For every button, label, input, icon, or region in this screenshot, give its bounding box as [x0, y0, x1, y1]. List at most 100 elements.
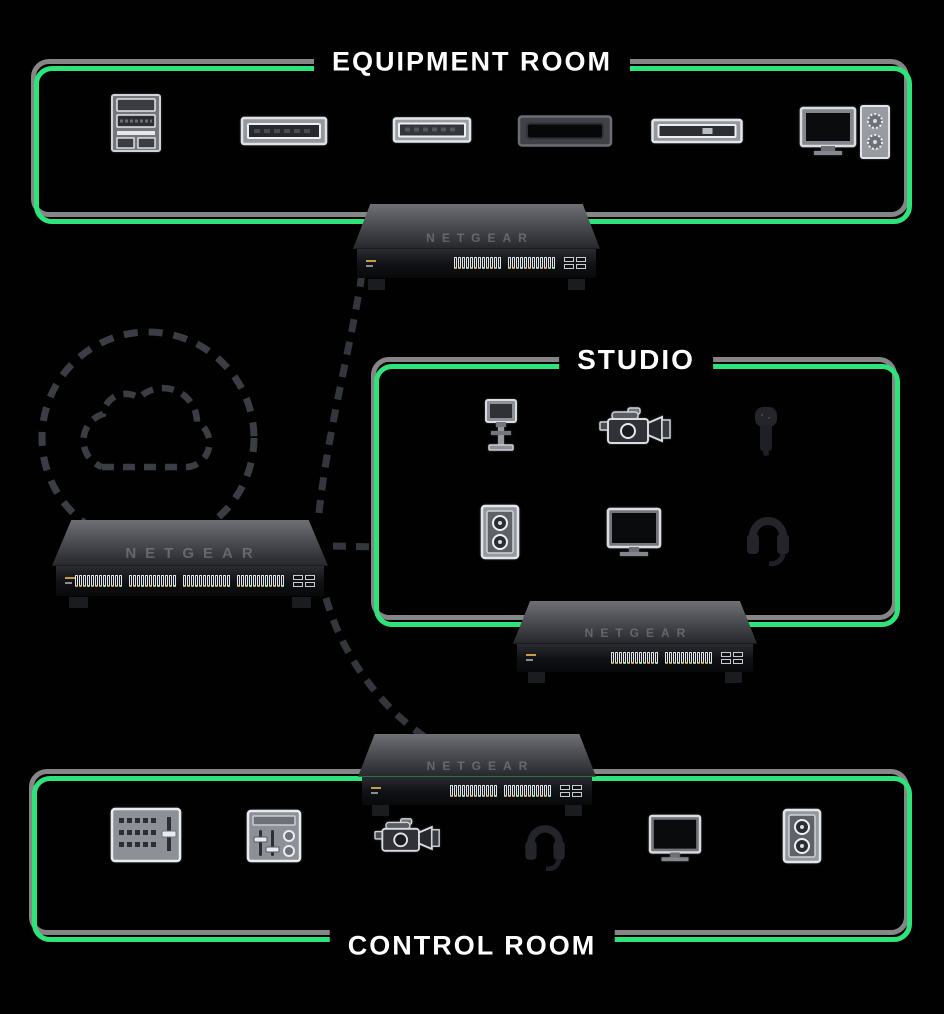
status-leds: [65, 577, 76, 585]
sfp-port-block: [293, 574, 316, 587]
rj45-port: [173, 574, 177, 587]
rj45-port: [466, 257, 470, 270]
netgear-switch-core-48port: NETGEAR: [52, 520, 328, 608]
sfp-port: [564, 264, 575, 270]
rj45-port: [450, 784, 454, 797]
rj45-port: [129, 574, 133, 587]
sfp-port: [305, 581, 316, 587]
video-switcher-icon: [110, 807, 182, 863]
sfp-port-block: [721, 651, 744, 664]
switch-foot: [567, 278, 586, 290]
rj45-port: [161, 574, 165, 587]
rj45-port: [639, 651, 643, 664]
rj45-port: [478, 784, 482, 797]
headset-icon: [743, 502, 793, 567]
status-leds: [365, 259, 376, 267]
monitor-icon: [647, 814, 703, 864]
video-camera-icon: [598, 405, 674, 453]
rj45-port: [512, 784, 516, 797]
rj45-port: [490, 784, 494, 797]
rj45-port: [458, 257, 462, 270]
rj45-port: [544, 784, 548, 797]
rj45-port: [241, 574, 245, 587]
rj45-port: [107, 574, 111, 587]
rj45-port: [540, 257, 544, 270]
rj45-port: [219, 574, 223, 587]
rj45-port: [540, 784, 544, 797]
rj45-port: [516, 257, 520, 270]
wireless-microphone-icon: [747, 403, 785, 457]
switch-top-face: NETGEAR: [52, 520, 328, 566]
rj45-port: [615, 651, 619, 664]
rj45-port: [490, 257, 494, 270]
rj45-port: [141, 574, 145, 587]
rj45-port: [486, 784, 490, 797]
rj45-port: [709, 651, 713, 664]
link-equipment-to-core: [314, 273, 366, 523]
status-leds: [525, 654, 536, 662]
rj45-port: [237, 574, 241, 587]
rj45-port: [454, 257, 458, 270]
switch-front-face: [516, 643, 754, 672]
rj45-port: [627, 651, 631, 664]
status-leds: [370, 787, 381, 795]
rj45-port: [187, 574, 191, 587]
rj45-port: [478, 257, 482, 270]
sfp-port-block: [560, 784, 583, 797]
port-block: [611, 651, 713, 664]
netgear-switch-studio: NETGEAR: [513, 601, 757, 683]
switch-foot: [725, 672, 743, 683]
rj45-port: [482, 784, 486, 797]
rj45-port: [466, 784, 470, 797]
rj45-port: [261, 574, 265, 587]
rj45-port: [462, 784, 466, 797]
rj45-port: [269, 574, 273, 587]
netgear-switch-control: NETGEAR: [358, 734, 596, 816]
switch-foot: [565, 805, 582, 816]
rj45-port: [655, 651, 659, 664]
sfp-port: [721, 651, 732, 657]
rj45-port: [520, 257, 524, 270]
rj45-port: [524, 257, 528, 270]
studio-box: [371, 357, 900, 627]
teleprompter-icon: [483, 398, 519, 456]
rj45-port: [532, 784, 536, 797]
studio-speaker-icon: [479, 504, 521, 560]
server-rack-icon: [109, 93, 163, 153]
rj45-port: [701, 651, 705, 664]
rj45-port: [195, 574, 199, 587]
rj45-port: [458, 784, 462, 797]
room-border: [34, 66, 912, 224]
rj45-port: [191, 574, 195, 587]
rj45-port: [619, 651, 623, 664]
rj45-port: [277, 574, 281, 587]
sfp-port: [293, 574, 304, 580]
rj45-port: [528, 257, 532, 270]
rj45-port: [169, 574, 173, 587]
sfp-port: [305, 574, 316, 580]
sfp-port: [572, 784, 583, 790]
netgear-brand-label: NETGEAR: [584, 625, 693, 640]
rj45-port: [157, 574, 161, 587]
sfp-port: [560, 791, 571, 797]
rj45-port: [115, 574, 119, 587]
rj45-port: [207, 574, 211, 587]
rj45-port: [145, 574, 149, 587]
rack-unit-icon: [240, 116, 328, 146]
rack-unit-icon: [651, 118, 744, 144]
switch-front-face: [361, 776, 593, 805]
switch-foot: [372, 805, 389, 816]
netgear-brand-label: NETGEAR: [426, 758, 535, 773]
rj45-port: [165, 574, 169, 587]
rj45-port: [516, 784, 520, 797]
sfp-port: [572, 791, 583, 797]
netgear-switch-equipment: NETGEAR: [353, 204, 600, 290]
rj45-port: [149, 574, 153, 587]
rj45-port: [153, 574, 157, 587]
rj45-port: [508, 257, 512, 270]
rj45-port: [111, 574, 115, 587]
switch-front-face: [56, 565, 324, 596]
switch-foot: [527, 672, 545, 683]
rj45-port: [544, 257, 548, 270]
rj45-port: [470, 784, 474, 797]
